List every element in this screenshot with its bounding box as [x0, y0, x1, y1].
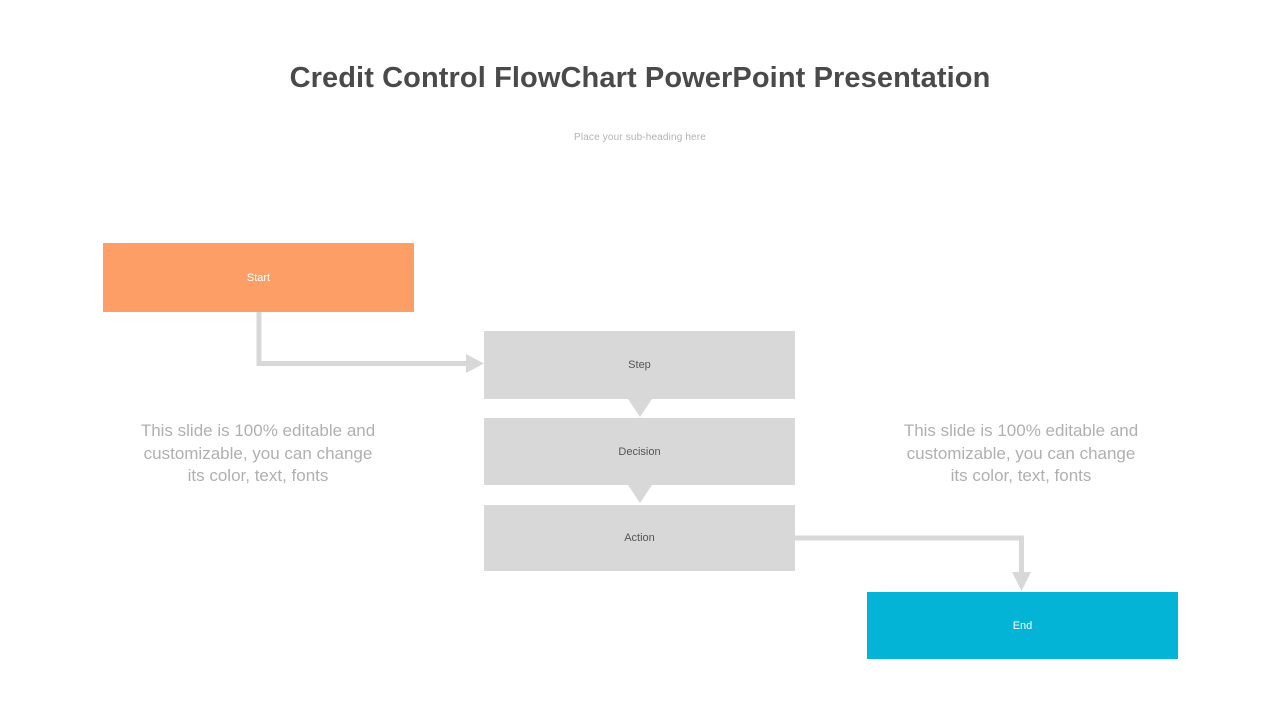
flow-node-decision-label: Decision — [618, 445, 661, 458]
connector-start-to-step — [256, 312, 484, 373]
page-title: Credit Control FlowChart PowerPoint Pres… — [289, 62, 991, 94]
flow-node-end-label: End — [1012, 619, 1033, 632]
flow-node-step-label: Step — [628, 359, 651, 371]
flow-node-end[interactable]: End — [867, 592, 1178, 659]
connector-decision-to-action — [628, 485, 652, 503]
flow-node-action[interactable]: Action — [484, 505, 795, 571]
flow-node-step[interactable]: Step — [484, 331, 795, 399]
note-text-right: This slide is 100% editable and customiz… — [903, 421, 1139, 485]
flow-node-decision[interactable]: Decision — [484, 418, 795, 485]
connector-step-to-decision — [628, 399, 652, 417]
flow-node-start-label: Start — [246, 271, 271, 284]
note-text-left: This slide is 100% editable and customiz… — [140, 421, 376, 485]
flow-node-start[interactable]: Start — [103, 243, 414, 312]
connector-action-to-end — [795, 535, 1031, 591]
flow-node-action-label: Action — [624, 532, 655, 544]
page-subtitle: Place your sub-heading here — [574, 132, 706, 143]
